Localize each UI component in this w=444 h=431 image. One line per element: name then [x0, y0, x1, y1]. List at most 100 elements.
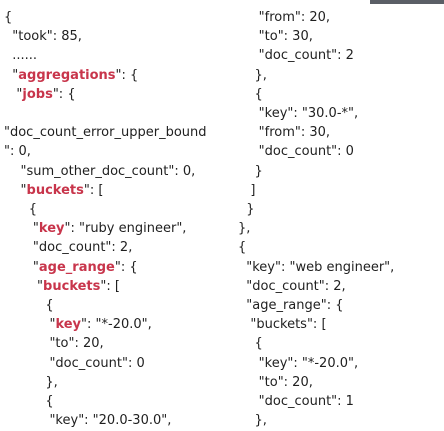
code-token: ": "*-20.0",: [81, 317, 152, 333]
code-token: {: [238, 336, 263, 352]
code-line: "doc_count_error_upper_bound: [4, 123, 207, 143]
code-line: "key": "web engineer",: [238, 258, 394, 278]
code-token: ": {: [115, 67, 139, 83]
code-line: "to": 20,: [4, 334, 104, 354]
code-line: "doc_count": 1: [238, 392, 354, 412]
code-token: ": [4, 221, 39, 237]
code-token: "key": "*-20.0",: [238, 355, 359, 371]
code-line: ": 0,: [4, 142, 31, 162]
code-line: }: [238, 162, 263, 182]
code-line: "key": "*-20.0",: [4, 315, 152, 335]
code-line: "from": 20,: [238, 8, 330, 28]
code-line: "to": 30,: [238, 27, 313, 47]
code-token: "took": 85,: [4, 29, 82, 45]
code-key-highlight: buckets: [26, 182, 84, 198]
code-line: {: [4, 200, 37, 220]
code-token: ": [4, 259, 39, 275]
code-token: "buckets": [: [238, 317, 327, 333]
code-token: ": "ruby engineer",: [64, 221, 187, 237]
code-token: ": 0,: [4, 144, 31, 160]
code-token: },: [4, 374, 58, 390]
code-line: },: [238, 219, 250, 239]
code-token: "key": "web engineer",: [238, 259, 395, 275]
code-token: {: [238, 240, 247, 256]
code-token: ......: [4, 48, 38, 64]
code-token: "doc_count": 0: [238, 144, 354, 160]
code-line: {: [4, 392, 54, 412]
code-line: {: [238, 85, 263, 105]
code-token: ": [4, 67, 19, 83]
code-line: "doc_count": 0: [238, 142, 354, 162]
code-token: "key": "20.0-30.0",: [4, 413, 172, 429]
code-key-highlight: key: [38, 221, 65, 237]
code-token: "doc_count_error_upper_bound: [4, 125, 207, 141]
code-token: ]: [238, 182, 256, 198]
code-token: ": [: [83, 182, 104, 198]
code-token: "from": 20,: [238, 10, 331, 25]
code-token: "key": "30.0-*",: [238, 106, 359, 121]
code-key-highlight: jobs: [22, 86, 53, 102]
code-token: "doc_count": 2: [238, 48, 354, 64]
code-token: "doc_count": 1: [238, 394, 354, 409]
code-token: }: [238, 202, 255, 217]
code-line: "buckets": [: [4, 277, 120, 297]
code-line: },: [4, 373, 58, 393]
code-token: {: [4, 298, 54, 313]
code-token: "doc_count": 2,: [238, 278, 346, 294]
code-key-highlight: age_range: [38, 259, 115, 275]
code-line: "buckets": [: [4, 181, 104, 201]
code-token: ": {: [114, 259, 138, 275]
code-token: {: [238, 86, 263, 102]
code-token: }: [238, 163, 263, 179]
code-line: ]: [238, 181, 255, 201]
code-line: "jobs": {: [4, 85, 76, 105]
code-line: "age_range": {: [4, 258, 138, 278]
code-token: {: [4, 10, 13, 25]
code-line: "to": 20,: [238, 373, 313, 393]
code-line: "key": "ruby engineer",: [4, 219, 187, 239]
json-code-panel: { "took": 85, ...... "aggregations": { "…: [4, 0, 444, 429]
code-key-highlight: key: [55, 317, 82, 333]
code-line: "key": "20.0-30.0",: [4, 411, 171, 431]
code-line: {: [4, 8, 12, 28]
code-key-highlight: aggregations: [18, 67, 116, 83]
code-token: ": [4, 317, 56, 333]
code-line: "doc_count": 2,: [238, 277, 346, 297]
code-token: "to": 20,: [238, 374, 313, 390]
code-line: "sum_other_doc_count": 0,: [4, 162, 196, 182]
code-token: },: [238, 413, 267, 429]
code-token: ": [4, 86, 23, 102]
code-line: {: [238, 238, 246, 258]
code-token: {: [4, 394, 54, 409]
code-token: ": [: [100, 278, 120, 294]
code-token: ": [4, 278, 44, 294]
code-token: "doc_count": 2,: [4, 240, 133, 256]
code-line: "buckets": [: [238, 315, 327, 335]
code-token: "age_range": {: [238, 298, 344, 313]
code-line: "took": 85,: [4, 27, 82, 47]
code-line: "aggregations": {: [4, 66, 138, 86]
top-accent-bar: [370, 0, 444, 4]
code-line: "key": "30.0-*",: [238, 104, 358, 124]
code-line: "age_range": {: [238, 296, 344, 316]
code-token: "to": 20,: [4, 336, 104, 352]
code-token: ": [4, 182, 27, 198]
code-token: "doc_count": 0: [4, 355, 145, 371]
code-line: "from": 30,: [238, 123, 330, 143]
code-key-highlight: buckets: [43, 278, 101, 294]
code-line: ......: [4, 46, 37, 66]
code-token: {: [4, 202, 38, 217]
code-line: },: [238, 66, 267, 86]
code-token: },: [238, 221, 251, 237]
code-token: "sum_other_doc_count": 0,: [4, 163, 196, 179]
code-line: "key": "*-20.0",: [238, 354, 358, 374]
code-line: }: [238, 200, 255, 220]
code-token: "from": 30,: [238, 125, 331, 141]
code-token: "to": 30,: [238, 29, 313, 45]
code-line: "doc_count": 2,: [4, 238, 132, 258]
code-line: {: [238, 334, 263, 354]
code-token: },: [238, 67, 267, 83]
code-line: "doc_count": 2: [238, 46, 354, 66]
code-line: {: [4, 296, 54, 316]
code-token: ": {: [52, 86, 76, 102]
